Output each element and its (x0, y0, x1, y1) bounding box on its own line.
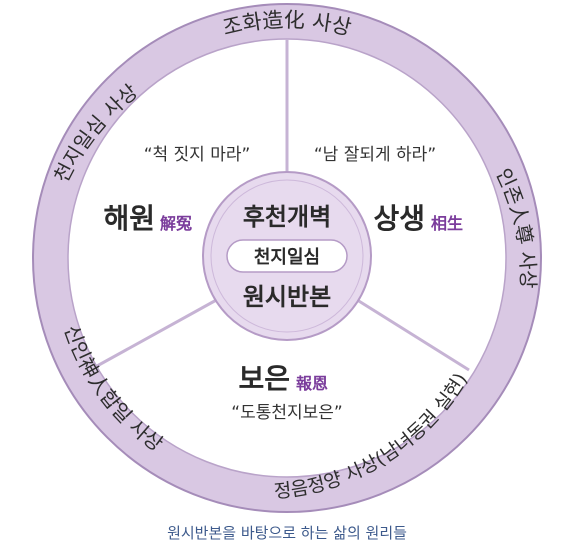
right-title: 상생 (373, 202, 425, 235)
bottom-title: 보은 (238, 362, 290, 395)
left-quote: “척 짓지 마라” (144, 145, 251, 165)
left-hanja: 解冤 (160, 214, 192, 233)
center-circle-inner (210, 179, 364, 333)
left-title: 해원 (103, 202, 155, 235)
divider-lower-left (96, 296, 221, 368)
divider-lower-right (353, 296, 470, 372)
center-pill (226, 239, 348, 273)
bottom-hanja: 報恩 (296, 374, 328, 393)
right-quote: “남 잘되게 하라” (314, 145, 436, 165)
center-pill-label: 천지일심 (254, 247, 320, 268)
center-bottom-label: 원시반본 (243, 283, 331, 311)
right-hanja: 相生 (431, 214, 463, 233)
bottom-quote: “도통천지보은” (231, 403, 342, 423)
caption: 원시반본을 바탕으로 하는 삶의 원리들 (167, 524, 407, 542)
center-top-label: 후천개벽 (243, 203, 331, 231)
